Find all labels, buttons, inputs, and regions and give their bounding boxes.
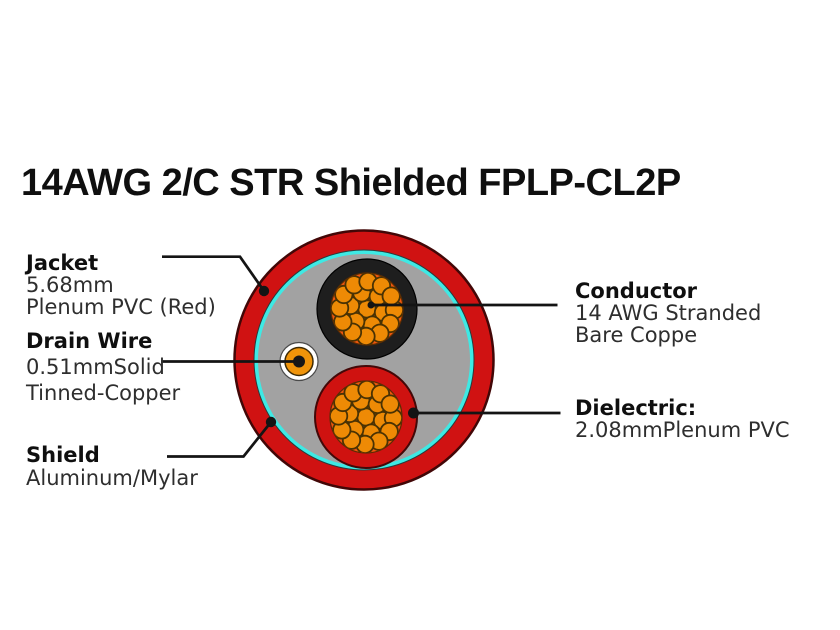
shield-material: Aluminum/Mylar [26,466,198,490]
copper-strand [380,394,400,414]
leader-dot-dielectric [408,407,419,419]
drain-wire-core [293,355,305,368]
leader-shield [167,421,273,458]
drain-wire-material: Tinned-Copper [26,381,181,405]
label-jacket: Jacket 5.68mm Plenum PVC (Red) [26,252,216,318]
conductor-material: Bare Coppe [575,323,698,347]
conductor-bottom-strands [330,381,402,453]
label-conductor: Conductor 14 AWG Stranded Bare Coppe [575,280,761,346]
diagram-title: 14AWG 2/C STR Shielded FPLP-CL2P [21,162,681,204]
conductor-heading: Conductor [575,279,698,303]
dielectric-heading: Dielectric: [575,396,697,420]
conductor-size: 14 AWG Stranded [575,301,762,325]
label-dielectric: Dielectric: 2.08mmPlenum PVC [575,397,790,441]
shield-heading: Shield [26,443,100,467]
drain-wire-heading: Drain Wire [26,329,153,353]
leader-jacket [162,255,266,292]
label-drain-wire: Drain Wire 0.51mmSolid Tinned-Copper [26,328,180,406]
jacket-heading: Jacket [26,251,99,275]
drain-wire-size: 0.51mmSolid [26,355,165,379]
leader-dot-shield [265,416,277,428]
leader-dot-conductor [367,301,375,309]
jacket-material: Plenum PVC (Red) [26,295,216,319]
jacket-size: 5.68mm [26,273,114,297]
dielectric-spec: 2.08mmPlenum PVC [575,418,790,442]
label-shield: Shield Aluminum/Mylar [26,444,198,490]
leader-dot-jacket [258,285,270,297]
